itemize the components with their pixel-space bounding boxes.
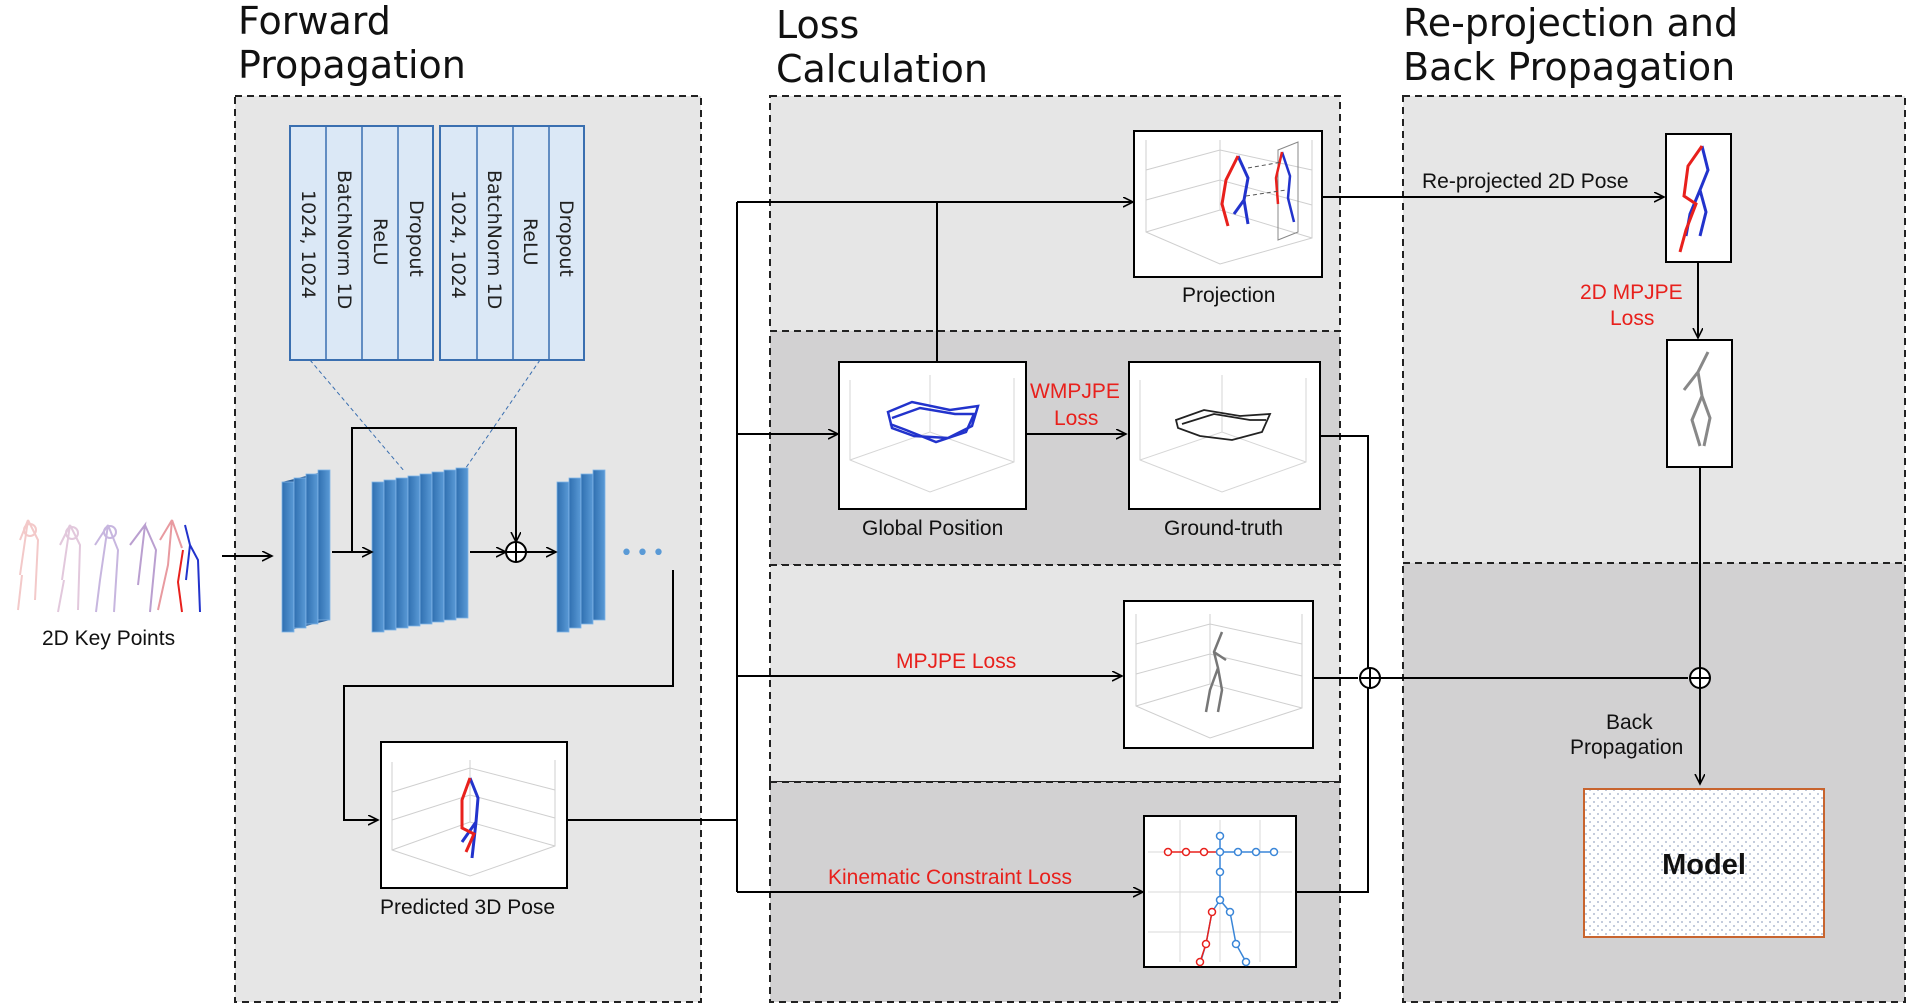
model-box <box>1583 788 1825 938</box>
groundtruth-to-sum <box>1320 435 1369 676</box>
key-points-skeletons <box>17 519 201 613</box>
fc-b-relu-label: ReLU <box>519 218 541 266</box>
layer-stack-3 <box>556 469 606 633</box>
mpjpe2d-label-line2: Loss <box>1610 307 1654 330</box>
fc-b-dropout-label: Dropout <box>555 200 577 277</box>
layer-stack-2 <box>371 467 469 633</box>
loss-title-line2: Calculation <box>776 47 988 91</box>
wmpjpe-label-line2: Loss <box>1054 407 1098 430</box>
fc-a-dropout-label: Dropout <box>405 200 427 277</box>
fc-block-b-bg <box>439 125 585 361</box>
fc-b-linear-label: 1024, 1024 <box>447 190 469 299</box>
gt-2d-pose-image <box>1666 339 1733 468</box>
total-sum-node <box>1689 667 1711 689</box>
predicted-pose-image <box>380 741 568 889</box>
more-layers-ellipsis: ••• <box>620 541 668 566</box>
wmpjpe-label-line1: WMPJPE <box>1030 380 1120 403</box>
kinematic-to-sum <box>1296 686 1369 893</box>
predicted-pose-label: Predicted 3D Pose <box>380 896 555 919</box>
forward-title-line2: Propagation <box>238 43 466 87</box>
back-prop-label-line1: Back <box>1606 711 1653 734</box>
fc-a-batchnorm-label: BatchNorm 1D <box>333 170 355 309</box>
global-position-label: Global Position <box>862 517 1003 540</box>
kinematic-label: Kinematic Constraint Loss <box>828 866 1072 889</box>
loss-sum-node <box>1359 667 1381 689</box>
projection-image <box>1133 130 1323 278</box>
reprojected-label: Re-projected 2D Pose <box>1422 170 1629 193</box>
zoom-line-right <box>462 359 541 473</box>
fc-block-b: 1024, 1024 BatchNorm 1D ReLU Dropout <box>439 125 585 361</box>
key-points-label: 2D Key Points <box>42 627 175 650</box>
mpjpe2d-label-line1: 2D MPJPE <box>1580 281 1683 304</box>
residual-skip <box>351 427 516 552</box>
projection-label: Projection <box>1182 284 1275 307</box>
layer-stack-1 <box>281 469 331 633</box>
back-prop-label-line2: Propagation <box>1570 736 1683 759</box>
reproj-title-line2: Back Propagation <box>1403 45 1735 89</box>
model-label: Model <box>1662 849 1746 881</box>
reproj-title-line1: Re-projection and <box>1403 1 1738 45</box>
mpjpe-label: MPJPE Loss <box>896 650 1016 673</box>
kinematic-skeleton-image <box>1143 815 1297 968</box>
fc-b-batchnorm-label: BatchNorm 1D <box>483 170 505 309</box>
arrow-to-predicted-pose <box>343 570 674 820</box>
reprojection-panel <box>1402 95 1906 564</box>
forward-title-line1: Forward <box>238 0 391 43</box>
reprojected-pose-image <box>1665 133 1732 263</box>
fc-a-linear-label: 1024, 1024 <box>297 190 319 299</box>
zoom-line-left <box>309 359 406 473</box>
fc-block-a: 1024, 1024 BatchNorm 1D ReLU Dropout <box>289 125 434 361</box>
global-position-image <box>838 361 1027 510</box>
ground-truth-image <box>1128 361 1321 510</box>
ground-truth-label: Ground-truth <box>1164 517 1283 540</box>
residual-sum-node <box>505 541 527 563</box>
fc-a-relu-label: ReLU <box>369 218 391 266</box>
loss-title-line1: Loss <box>776 3 859 47</box>
mpjpe-pose-image <box>1123 600 1314 749</box>
